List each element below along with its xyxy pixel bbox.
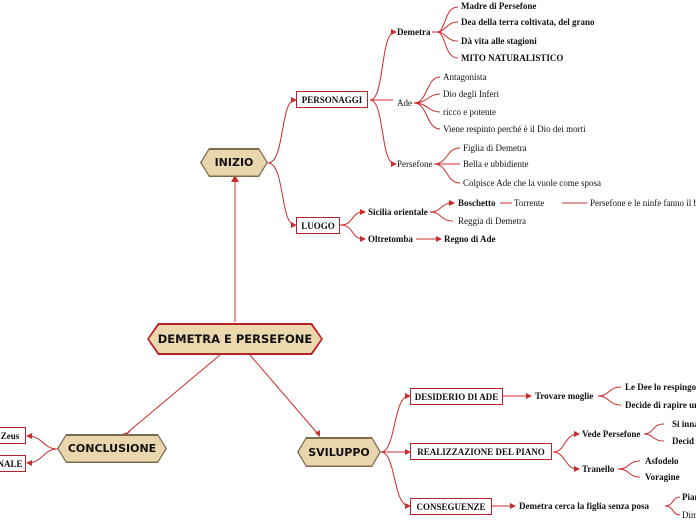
desiderio-node[interactable]: DESIDERIO DI ADE	[410, 388, 503, 405]
ade-item[interactable]: Dio degli Inferi	[443, 89, 499, 99]
tranello-item[interactable]: Voragine	[645, 472, 680, 482]
root-node[interactable]: DEMETRA E PERSEFONE	[147, 323, 323, 355]
ade-item[interactable]: Viene respinto perché è il Dio dei morti	[443, 124, 586, 134]
ade-node[interactable]: Ade	[397, 98, 412, 108]
persefone-item[interactable]: Colpisce Ade che la vuole come sposa	[463, 178, 601, 188]
conseguenze-item[interactable]: Dim	[682, 510, 696, 520]
conclusione-label: CONCLUSIONE	[67, 442, 157, 455]
realizzazione-label: REALIZZAZIONE DEL PIANO	[417, 446, 545, 457]
trovare-moglie-node[interactable]: Trovare moglie	[535, 391, 594, 401]
inizio-node[interactable]: INIZIO	[200, 148, 268, 177]
ade-item[interactable]: Antagonista	[443, 72, 487, 82]
demetra-node[interactable]: Demetra	[397, 27, 431, 37]
luogo-node[interactable]: LUOGO	[296, 217, 340, 234]
desiderio-label: DESIDERIO DI ADE	[414, 391, 499, 402]
finale-label: NALE	[0, 458, 23, 469]
tranello-node[interactable]: Tranello	[582, 464, 615, 474]
zeus-node[interactable]: Zeus	[0, 427, 26, 444]
root-label: DEMETRA E PERSEFONE	[157, 332, 313, 346]
vede-persefone-node[interactable]: Vede Persefone	[582, 429, 641, 439]
zeus-label: Zeus	[0, 430, 20, 441]
finale-node[interactable]: NALE	[0, 455, 26, 472]
inizio-label: INIZIO	[214, 156, 254, 169]
demetra-item[interactable]: MITO NATURALISTICO	[461, 53, 564, 63]
torrente-node[interactable]: Torrente	[514, 198, 545, 208]
vede-item[interactable]: Decid	[672, 436, 694, 446]
ninfe-node[interactable]: Persefone e le ninfe fanno il b	[590, 198, 696, 208]
luogo-label: LUOGO	[301, 220, 335, 231]
demetra-item[interactable]: Dea della terra coltivata, del grano	[461, 17, 595, 27]
persefone-node[interactable]: Persefone	[397, 159, 433, 169]
conseguenze-node[interactable]: CONSEGUENZE	[410, 498, 492, 515]
sicilia-node[interactable]: Sicilia orientale	[368, 207, 428, 217]
demetra-cerca-node[interactable]: Demetra cerca la figlia senza posa	[519, 501, 650, 511]
desiderio-item[interactable]: Le Dee lo respingo	[625, 382, 696, 392]
desiderio-item[interactable]: Decide di rapire un	[625, 400, 696, 410]
sviluppo-label: SVILUPPO	[308, 445, 370, 459]
conclusione-node[interactable]: CONCLUSIONE	[57, 434, 167, 463]
sviluppo-node[interactable]: SVILUPPO	[297, 437, 381, 467]
demetra-item[interactable]: Dà vita alle stagioni	[461, 36, 537, 46]
ade-item[interactable]: ricco e potente	[443, 107, 496, 117]
persefone-item[interactable]: Bella e ubbidiente	[463, 159, 529, 169]
reggia-node[interactable]: Reggia di Demetra	[458, 216, 526, 226]
oltretomba-node[interactable]: Oltretomba	[368, 234, 413, 244]
personaggi-label: PERSONAGGI	[301, 94, 363, 105]
demetra-item[interactable]: Madre di Persefone	[461, 1, 537, 11]
personaggi-node[interactable]: PERSONAGGI	[296, 91, 368, 108]
boschetto-node[interactable]: Boschetto	[458, 198, 496, 208]
regno-ade-node[interactable]: Regno di Ade	[444, 234, 496, 244]
vede-item[interactable]: Si inna	[672, 419, 696, 429]
conseguenze-item[interactable]: Pian	[682, 492, 696, 502]
realizzazione-node[interactable]: REALIZZAZIONE DEL PIANO	[410, 443, 552, 460]
persefone-item[interactable]: Figlia di Demetra	[463, 143, 527, 153]
tranello-item[interactable]: Asfodelo	[645, 456, 679, 466]
conseguenze-label: CONSEGUENZE	[416, 501, 486, 512]
